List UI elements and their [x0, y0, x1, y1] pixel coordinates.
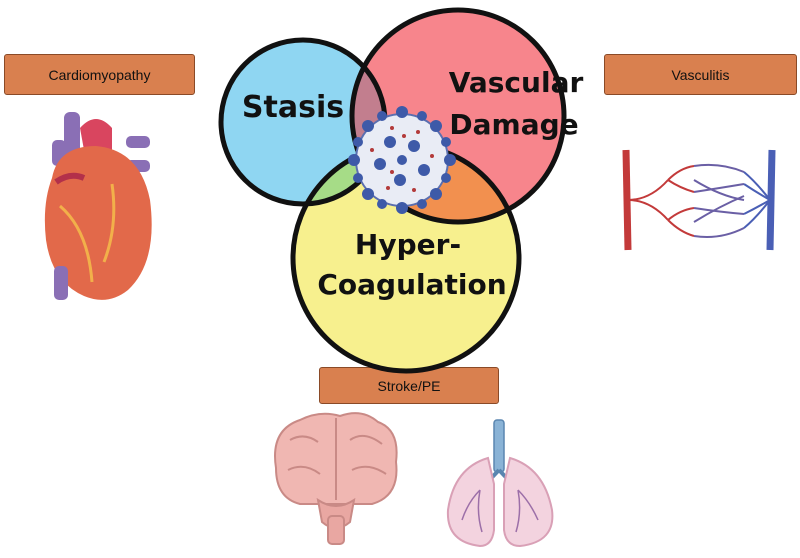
cardiomyopathy-label: Cardiomyopathy — [4, 54, 195, 95]
vasculitis-label: Vasculitis — [604, 54, 797, 95]
venn-diagram: Stasis Vascular Damage Hyper- Coagulatio… — [218, 7, 584, 374]
overlap-vascular-coag — [352, 145, 519, 222]
heart-icon — [44, 112, 152, 300]
vascular-label: Vascular — [449, 66, 584, 99]
cardiomyopathy-text: Cardiomyopathy — [48, 66, 151, 83]
stasis-label: Stasis — [242, 90, 344, 125]
damage-label: Damage — [449, 108, 578, 141]
coronavirus-icon — [348, 106, 456, 214]
vasculitis-text: Vasculitis — [671, 66, 730, 83]
blood-vessel-network-icon — [622, 149, 776, 251]
stroke-pe-text: Stroke/PE — [377, 377, 441, 394]
brain-icon — [274, 412, 398, 545]
hyper-label: Hyper- — [355, 228, 461, 261]
lungs-icon — [446, 419, 554, 548]
coagulation-label: Coagulation — [317, 268, 506, 301]
